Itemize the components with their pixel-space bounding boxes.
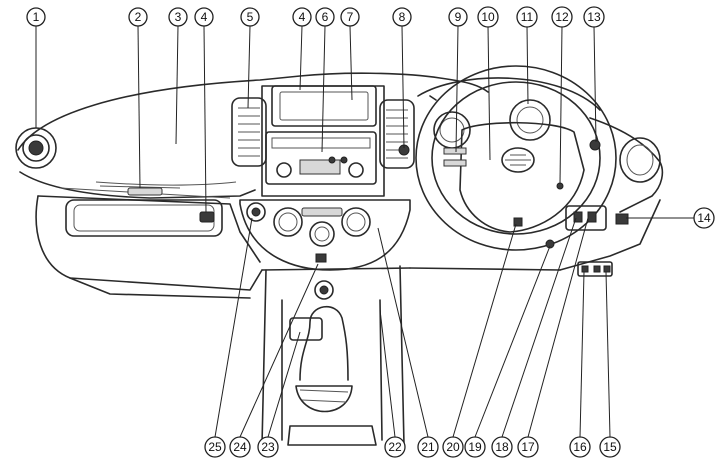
callout-25-label: 25 (208, 440, 222, 454)
callout-9-label: 9 (455, 10, 462, 24)
lower-center-console (261, 265, 405, 446)
callout-24-label: 24 (233, 440, 247, 454)
dashboard-body (17, 72, 664, 299)
callout-17-label: 17 (521, 440, 535, 454)
center-air-vent-left (231, 97, 267, 167)
callout-20-right-label: 20 (446, 440, 460, 454)
climate-control-panel (239, 199, 411, 271)
callout-7: 7 (340, 7, 360, 27)
callout-20-right: 20 (442, 436, 464, 458)
instrument-cluster (417, 77, 601, 149)
callout-5-label: 5 (247, 10, 254, 24)
callout-12: 12 (551, 6, 573, 28)
callout-14: 14 (693, 207, 715, 229)
callout-1: 1 (26, 7, 46, 27)
callout-4-left: 4 (194, 7, 214, 27)
hazard-switch (246, 202, 266, 222)
callout-13: 13 (583, 6, 605, 28)
callout-7-label: 7 (347, 10, 354, 24)
callout-8: 8 (392, 7, 412, 27)
callout-3: 3 (168, 7, 188, 27)
callout-24: 24 (229, 436, 251, 458)
callout-4-center: 4 (292, 7, 312, 27)
callout-14-label: 14 (697, 211, 711, 225)
callout-21: 21 (417, 436, 439, 458)
callout-2-label: 2 (135, 10, 142, 24)
leader-lines (35, 25, 694, 438)
callout-3-label: 3 (175, 10, 182, 24)
callout-11: 11 (516, 6, 538, 28)
callout-23: 23 (257, 436, 279, 458)
center-stack (261, 85, 385, 197)
callout-4-left-label: 4 (201, 10, 208, 24)
callout-25: 25 (204, 436, 226, 458)
callout-17: 17 (517, 436, 539, 458)
callout-18: 18 (491, 436, 513, 458)
callout-6: 6 (315, 7, 335, 27)
center-air-vent-right (379, 99, 415, 169)
steering-wheel (415, 65, 617, 251)
callout-23-label: 23 (261, 440, 275, 454)
callout-15-label: 15 (603, 440, 617, 454)
callout-15: 15 (599, 436, 621, 458)
callout-4-center-label: 4 (299, 10, 306, 24)
callout-21-label: 21 (421, 440, 435, 454)
right-switch-panel (513, 205, 629, 277)
callout-1-label: 1 (33, 10, 40, 24)
callout-9: 9 (448, 7, 468, 27)
callout-6-label: 6 (322, 10, 329, 24)
callout-11-label: 11 (521, 10, 534, 24)
callout-22-label: 22 (388, 440, 402, 454)
callout-5: 5 (240, 7, 260, 27)
callout-13-label: 13 (587, 10, 601, 24)
callout-19-label: 19 (468, 440, 482, 454)
callout-10-label: 10 (481, 10, 495, 24)
callout-16: 16 (569, 436, 591, 458)
callout-10: 10 (477, 6, 499, 28)
callout-12-label: 12 (555, 10, 569, 24)
callout-16-label: 16 (573, 440, 587, 454)
callout-2: 2 (128, 7, 148, 27)
right-side-air-vent (589, 137, 661, 183)
callout-8-label: 8 (399, 10, 406, 24)
glove-box (65, 199, 223, 237)
left-side-air-vent (15, 127, 57, 169)
callout-22: 22 (384, 436, 406, 458)
callout-19: 19 (464, 436, 486, 458)
callout-18-label: 18 (495, 440, 509, 454)
